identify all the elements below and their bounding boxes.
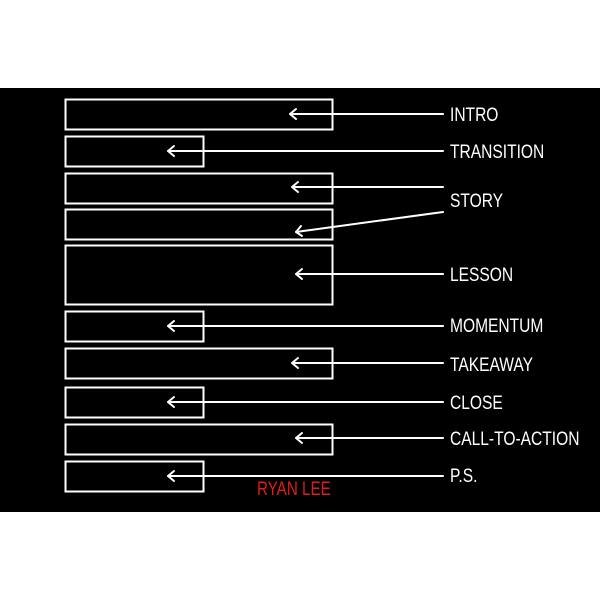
section-labels: INTRO TRANSITION STORY LESSON MOMENTUM T…	[450, 104, 579, 487]
arrow-transition	[167, 145, 444, 157]
label-close: CLOSE	[450, 392, 503, 414]
arrow-close	[167, 396, 444, 408]
arrow-momentum	[167, 320, 444, 332]
block-call-to-action	[64, 423, 334, 456]
label-story: STORY	[450, 190, 503, 212]
arrow-ps	[167, 470, 444, 482]
arrow-story-bottom	[295, 211, 444, 237]
label-ps: P.S.	[450, 465, 477, 487]
label-intro: INTRO	[450, 104, 498, 126]
arrow-takeaway	[291, 357, 444, 369]
section-blocks	[64, 98, 334, 493]
label-call-to-action: CALL-TO-ACTION	[450, 428, 579, 450]
arrow-lesson	[295, 268, 444, 280]
label-momentum: MOMENTUM	[450, 315, 543, 337]
author-credit: RYAN LEE	[257, 477, 331, 499]
arrow-intro	[289, 108, 444, 120]
block-story-bottom	[64, 208, 334, 241]
label-takeaway: TAKEAWAY	[450, 354, 533, 376]
block-story-top	[64, 172, 334, 205]
arrow-call-to-action	[295, 432, 444, 444]
connector-arrows	[167, 108, 444, 482]
label-transition: TRANSITION	[450, 141, 544, 163]
block-lesson	[64, 244, 334, 306]
arrow-story-top	[291, 181, 444, 193]
label-lesson: LESSON	[450, 264, 513, 286]
